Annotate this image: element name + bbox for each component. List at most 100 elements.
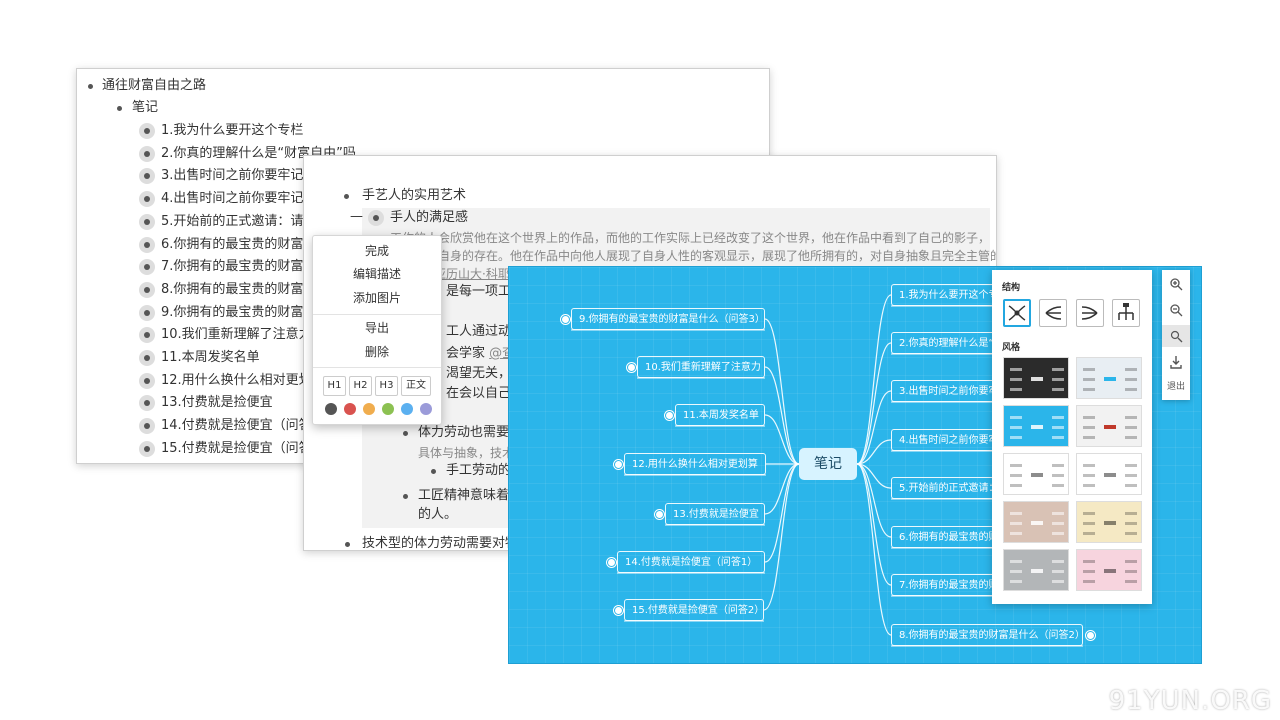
collapsed-bullet-icon[interactable] [139,281,155,298]
color-swatch[interactable] [382,403,394,415]
color-swatch[interactable] [344,403,356,415]
outline-text[interactable]: 体力劳动也需要 [418,425,510,440]
collapse-toggle-icon[interactable]: — [350,209,363,224]
collapsed-bullet-icon[interactable] [139,418,155,435]
collapsed-bullet-icon[interactable] [368,210,384,226]
color-swatch[interactable] [401,403,413,415]
collapsed-bullet-icon[interactable] [139,123,155,139]
outline-root[interactable]: 通往财富自由之路 [102,78,207,93]
mindmap-node[interactable]: 15.付费就是捡便宜（问答2） [624,599,764,621]
theme-thumbnail[interactable] [1076,453,1142,495]
expand-node-icon[interactable] [627,363,636,372]
outline-item[interactable]: 4.出售时间之前你要牢记 [161,191,304,207]
collapsed-bullet-icon[interactable] [139,440,155,457]
mindmap-center-node[interactable]: 笔记 [799,448,857,480]
expand-node-icon[interactable] [614,460,623,469]
outline-item[interactable]: 5.开始前的正式邀请：请 [161,213,304,229]
color-swatch[interactable] [363,403,375,415]
menu-item-edit-description[interactable]: 编辑描述 [352,267,401,281]
mindmap-node[interactable]: 10.我们重新理解了注意力 [637,356,765,378]
expand-node-icon[interactable] [561,315,570,324]
structure-mindmap-button[interactable] [1003,299,1031,327]
outline-text[interactable]: 手工劳动的 [446,463,512,478]
collapsed-bullet-icon[interactable] [139,395,155,412]
collapsed-bullet-icon[interactable] [139,327,155,344]
outline-text[interactable]: 在会以自己的 [446,386,525,401]
outline-item[interactable]: 9.你拥有的最宝贵的财富 [161,304,304,320]
heading-2-button[interactable]: H2 [349,376,372,396]
outline-item[interactable]: 15.付费就是捡便宜（问答 [161,440,312,456]
outline-item[interactable]: 13.付费就是捡便宜 [161,395,273,411]
collapsed-bullet-icon[interactable] [139,236,155,253]
fit-view-icon[interactable] [1162,325,1190,347]
menu-item-export[interactable]: 导出 [364,321,389,335]
theme-thumbnail[interactable] [1003,453,1069,495]
outline-item[interactable]: 6.你拥有的最宝贵的财富 [161,236,304,252]
outline-item[interactable]: 3.出售时间之前你要牢记 [161,168,304,184]
collapsed-bullet-icon[interactable] [139,168,155,185]
outline-item[interactable]: 11.本周发奖名单 [161,350,260,365]
collapsed-bullet-icon[interactable] [139,304,155,321]
collapsed-bullet-icon[interactable] [139,259,155,276]
theme-thumbnail[interactable] [1003,405,1069,447]
theme-thumbnail[interactable] [1003,357,1069,399]
expand-node-icon[interactable] [607,558,616,567]
collapsed-bullet-icon[interactable] [139,191,155,208]
outline-text[interactable]: 工匠精神意味着 [418,488,510,503]
outline-item[interactable]: 12.用什么换什么相对更划 [161,372,312,388]
mindmap-node[interactable]: 4.出售时间之前你要牢记 [891,429,1009,451]
outline-text[interactable]: 技术型的体力劳动需要对物 [362,536,519,551]
collapsed-bullet-icon[interactable] [139,213,155,230]
mention-link[interactable]: @亚历山大·科耶 [422,267,510,281]
structure-right-button[interactable] [1076,299,1104,327]
outline-item[interactable]: 1.我为什么要开这个专栏 [161,123,304,138]
expand-node-icon[interactable] [665,411,674,420]
outline-branch[interactable]: 笔记 [132,100,159,115]
theme-thumbnail[interactable] [1076,549,1142,591]
theme-thumbnail[interactable] [1076,501,1142,543]
mindmap-node[interactable]: 1.我为什么要开这个专栏 [891,284,1009,306]
outline-item[interactable]: 10.我们重新理解了注意力 [161,327,312,343]
outline-text[interactable]: 会学家 [446,346,490,361]
mindmap-node[interactable]: 12.用什么换什么相对更划算 [624,453,766,475]
outline-text[interactable]: 的人。 [418,507,458,522]
editor-title[interactable]: 手艺人的实用艺术 [362,188,467,203]
download-icon[interactable] [1162,351,1190,373]
theme-thumbnail[interactable] [1076,357,1142,399]
mindmap-node[interactable]: 13.付费就是捡便宜 [665,503,765,525]
mindmap-node[interactable]: 2.你真的理解什么是“财富自由” [891,332,1039,354]
mindmap-node[interactable]: 3.出售时间之前你要牢记 [891,380,1009,402]
mindmap-node[interactable]: 9.你拥有的最宝贵的财富是什么（问答3） [571,308,765,330]
heading-3-button[interactable]: H3 [375,376,398,396]
structure-left-button[interactable] [1039,299,1067,327]
mindmap-node[interactable]: 5.开始前的正式邀请： [891,477,1001,499]
zoom-in-icon[interactable] [1162,273,1190,295]
theme-thumbnail[interactable] [1003,501,1069,543]
body-text-button[interactable]: 正文 [401,376,431,396]
outline-item[interactable]: 14.付费就是捡便宜（问答 [161,418,312,434]
structure-org-chart-button[interactable] [1112,299,1140,327]
outline-text[interactable]: 渴望无关，这 [446,366,525,381]
exit-button[interactable]: 退出 [1166,382,1185,392]
heading-1-button[interactable]: H1 [323,376,346,396]
focus-item[interactable]: 手人的满足感 [390,210,469,225]
expand-node-icon[interactable] [1086,631,1095,640]
color-swatch[interactable] [420,403,432,415]
outline-text[interactable]: 工人通过动手 [446,324,525,339]
menu-item-add-image[interactable]: 添加图片 [352,291,401,305]
mindmap-node[interactable]: 8.你拥有的最宝贵的财富是什么（问答2） [891,624,1085,646]
zoom-out-icon[interactable] [1162,299,1190,321]
theme-thumbnail[interactable] [1076,405,1142,447]
mindmap-node[interactable]: 14.付费就是捡便宜（问答1） [617,551,765,573]
expand-node-icon[interactable] [614,606,623,615]
color-swatch[interactable] [325,403,337,415]
collapsed-bullet-icon[interactable] [139,372,155,389]
menu-item-complete[interactable]: 完成 [364,244,389,258]
expand-node-icon[interactable] [655,510,664,519]
theme-thumbnail[interactable] [1003,549,1069,591]
mindmap-node[interactable]: 11.本周发奖名单 [675,404,765,426]
menu-item-delete[interactable]: 删除 [364,345,389,359]
collapsed-bullet-icon[interactable] [139,350,155,366]
outline-text[interactable]: 是每一项工作 [446,284,525,299]
mindmap-node[interactable]: 6.你拥有的最宝贵的财 [891,526,1001,548]
